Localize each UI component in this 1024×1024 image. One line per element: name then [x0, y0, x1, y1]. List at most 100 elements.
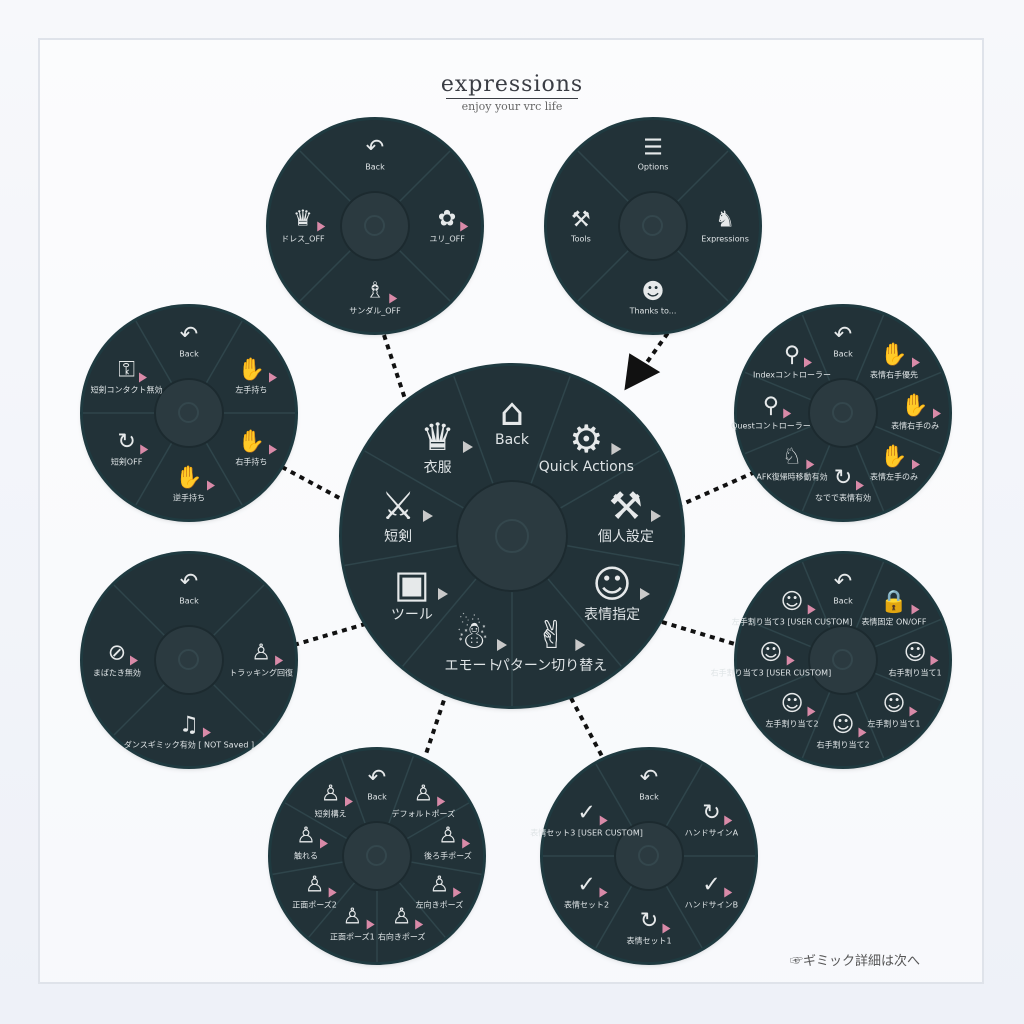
root-item-1[interactable]: ♞Expressions	[701, 208, 749, 244]
root-item-label: Expressions	[701, 234, 749, 244]
submenu-marker-icon	[366, 919, 375, 930]
emote-item-5[interactable]: ♙正面ポーズ1	[330, 905, 375, 942]
menu-center-hub[interactable]	[614, 821, 684, 891]
submenu-marker-icon	[139, 444, 148, 455]
face-item-7[interactable]: ☺左手割り当て3 [USER CUSTOM]	[732, 590, 853, 628]
emote-item-6[interactable]: ♙正面ポーズ2	[292, 873, 337, 911]
pattern-item-4[interactable]: ✓表情セット2	[564, 873, 609, 911]
main-item-7[interactable]: ⚔短剣	[381, 486, 434, 546]
face-item-5[interactable]: ☺左手割り当て2	[765, 692, 818, 729]
submenu-marker-icon	[932, 408, 941, 419]
emote-item-1[interactable]: ♙デフォルトポーズ	[392, 782, 456, 819]
submenu-marker-icon	[202, 727, 211, 738]
submenu-marker-icon	[804, 357, 813, 368]
tools-item-2[interactable]: ♫ダンスギミック有効 [ NOT Saved ]	[124, 713, 254, 751]
submenu-marker-icon	[911, 604, 920, 615]
personal-item-5[interactable]: ♘AFK復帰時移動有効	[756, 445, 827, 482]
dagger-item-2[interactable]: ✋右手持ち	[235, 430, 278, 468]
emote-item-label: 短剣構え	[314, 809, 347, 819]
dagger-item-5[interactable]: ⚿短剣コンタクト無効	[91, 358, 163, 395]
personal-item-7[interactable]: ⚲Indexコントローラー	[753, 343, 831, 381]
dagger-item-0[interactable]: ↶Back	[179, 323, 198, 359]
main-item-2[interactable]: ⚒個人設定	[598, 486, 661, 546]
menu-dividers	[83, 320, 295, 506]
root-item-3[interactable]: ⚒Tools	[571, 208, 591, 244]
face-item-4[interactable]: ☺右手割り当て2	[816, 713, 869, 751]
dress-icon: ♛	[293, 207, 325, 232]
emote-item-7[interactable]: ♙ 触れる	[294, 824, 328, 862]
menu-center-hub[interactable]	[340, 191, 410, 261]
menu-center-hub[interactable]	[808, 625, 878, 695]
personal-item-3[interactable]: ✋表情左手のみ	[870, 445, 920, 482]
face-item-0[interactable]: ↶Back	[833, 570, 852, 606]
face-item-6[interactable]: ☺右手割り当て3 [USER CUSTOM]	[711, 641, 832, 679]
submenu-marker-icon	[453, 887, 462, 898]
main-item-8[interactable]: ♛衣服	[421, 417, 473, 477]
main-item-label: ツール	[390, 606, 433, 623]
personal-item-4[interactable]: ↻なでで表情有効	[815, 466, 871, 504]
submenu-marker-icon	[911, 357, 920, 368]
menu-center-hub[interactable]	[342, 821, 412, 891]
toolbox-icon: ▣	[394, 564, 448, 604]
emote-item-label: 右向きポーズ	[377, 932, 426, 942]
face-item-2[interactable]: ☺右手割り当て1	[889, 641, 942, 679]
submenu-marker-icon	[611, 443, 622, 456]
face-item-3[interactable]: ☺左手割り当て1	[867, 692, 920, 729]
person-icon: ♙	[296, 824, 328, 849]
back-arrow-icon: ↶	[365, 135, 385, 161]
tools-item-3[interactable]: ⊘まばたき無効	[93, 641, 141, 679]
personal-item-1[interactable]: ✋表情右手優先	[869, 343, 920, 381]
pattern-item-2[interactable]: ✓ハンドサインB	[685, 873, 739, 911]
smile-icon: ☺	[904, 641, 939, 666]
personal-item-label: 表情右手優先	[869, 370, 918, 380]
root-item-0[interactable]: ☰Options	[638, 136, 669, 172]
submenu-marker-icon	[858, 727, 867, 738]
submenu-marker-icon	[662, 923, 671, 934]
clothes-item-1[interactable]: ✿ユリ_OFF	[429, 207, 469, 245]
emote-item-4[interactable]: ♙右向きポーズ	[378, 905, 426, 942]
back-arrow-icon: ↶	[639, 765, 659, 791]
submenu-marker-icon	[462, 441, 473, 454]
emote-item-label: 後ろ手ポーズ	[424, 851, 472, 861]
face-item-1[interactable]: 🔒表情固定 ON/OFF	[861, 590, 926, 628]
personal-item-2[interactable]: ✋表情右手のみ	[891, 394, 941, 432]
menu-dividers	[113, 584, 265, 736]
tools-item-1[interactable]: ♙トラッキング回復	[229, 641, 293, 679]
emote-item-label: 触れる	[294, 851, 318, 861]
menu-center-hub[interactable]	[154, 625, 224, 695]
pattern-item-1[interactable]: ↻ハンドサインA	[685, 801, 738, 838]
main-item-3[interactable]: ☺表情指定	[584, 564, 650, 624]
emote-item-8[interactable]: ♙短剣構え	[314, 782, 353, 819]
dagger-item-3[interactable]: ✋逆手持ち	[173, 466, 215, 504]
main-item-1[interactable]: ⚙Quick Actions	[539, 419, 634, 475]
pattern-item-0[interactable]: ↶Back	[639, 765, 659, 802]
clothes-item-0[interactable]: ↶Back	[365, 135, 385, 172]
main-item-6[interactable]: ▣ ツール	[390, 564, 448, 624]
personal-item-6[interactable]: ⚲Questコントローラー	[731, 394, 811, 432]
pattern-item-3[interactable]: ↻表情セット1	[626, 909, 671, 947]
tools-item-label: Back	[179, 596, 199, 606]
menu-center-hub[interactable]	[618, 191, 688, 261]
dagger-item-4[interactable]: ↻短剣OFF	[111, 430, 148, 468]
main-item-4[interactable]: ✌パターン切り替え	[496, 615, 607, 675]
face-assign-menu: ↶Back🔒表情固定 ON/OFF☺右手割り当て1☺左手割り当て1☺右手割り当て…	[711, 554, 949, 766]
submenu-marker-icon	[388, 293, 397, 304]
menu-center-hub[interactable]	[455, 479, 569, 593]
emote-item-2[interactable]: ♙後ろ手ポーズ	[424, 824, 472, 862]
main-item-label: パターン切り替え	[495, 657, 608, 674]
clothes-item-2[interactable]: ♗サンダル_OFF	[349, 279, 401, 317]
emote-item-0[interactable]: ↶Back	[367, 766, 386, 802]
main-item-0[interactable]: ⌂Back	[495, 392, 529, 448]
menu-center-hub[interactable]	[808, 378, 878, 448]
clothes-item-3[interactable]: ♛ドレス_OFF	[281, 207, 325, 245]
pattern-item-5[interactable]: ✓表情セット3 [USER CUSTOM]	[530, 801, 643, 838]
hands-icon: ✋	[175, 466, 215, 491]
tools-item-0[interactable]: ↶Back	[179, 570, 199, 606]
home-back-icon: ⌂	[499, 390, 525, 435]
main-item-5[interactable]: ☃エモート	[444, 615, 508, 675]
dagger-item-1[interactable]: ✋左手持ち	[235, 358, 278, 395]
personal-item-0[interactable]: ↶Back	[833, 323, 852, 359]
root-item-2[interactable]: ☻Thanks to...	[630, 280, 677, 316]
menu-center-hub[interactable]	[154, 378, 224, 448]
emote-item-3[interactable]: ♙左向きポーズ	[416, 873, 464, 911]
